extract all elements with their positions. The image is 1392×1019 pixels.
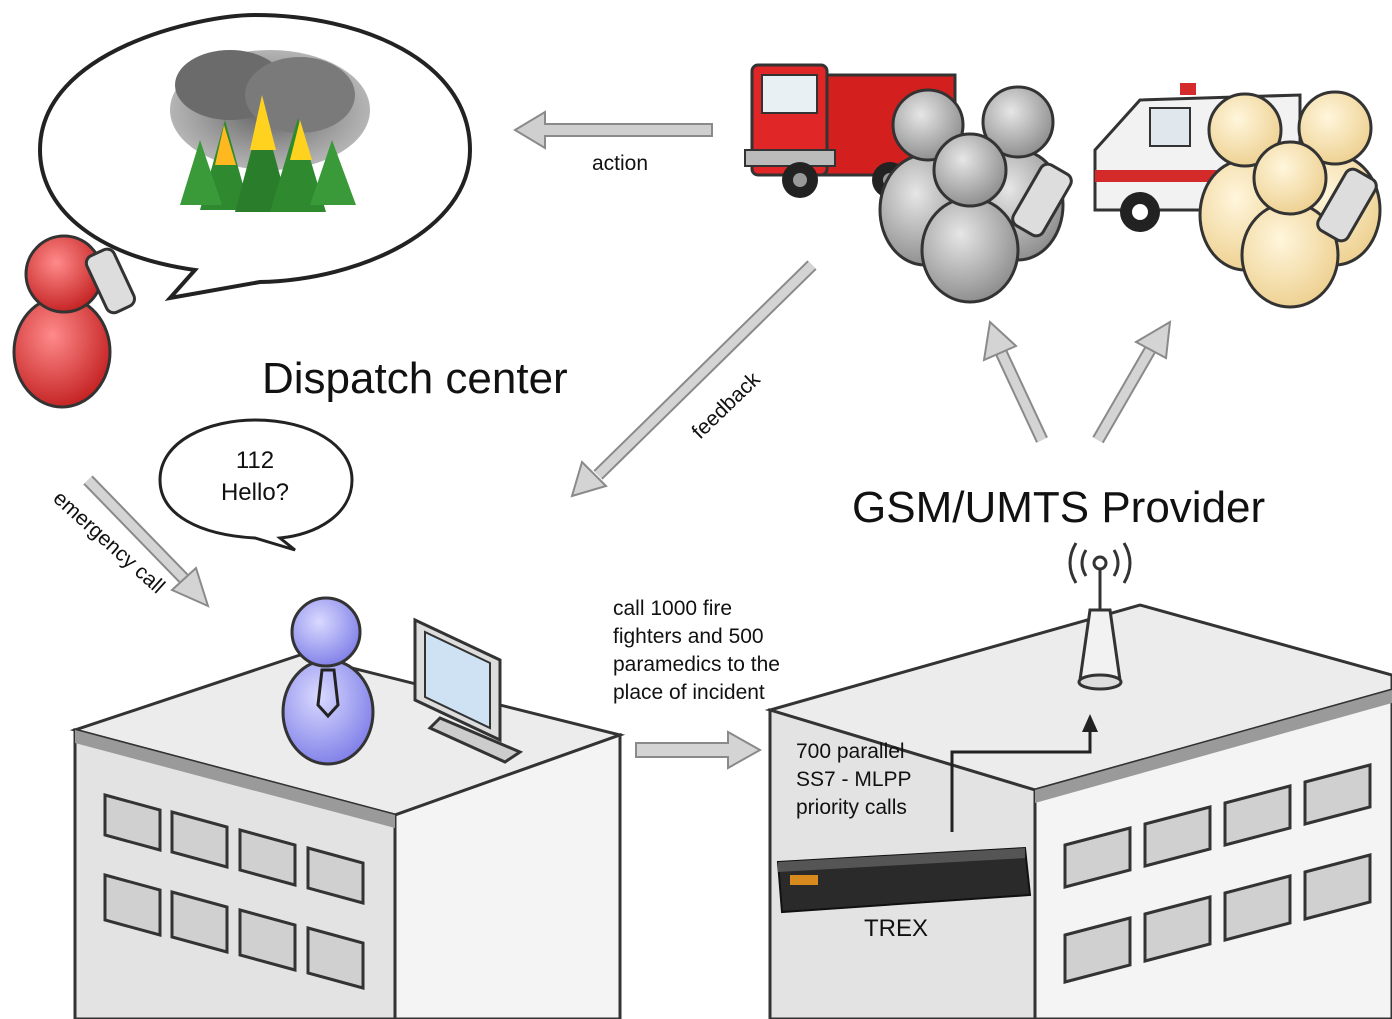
call-text-line-3: paramedics to the [613, 653, 780, 676]
speech-bubble [158, 418, 354, 552]
dispatch-center-title: Dispatch center [262, 354, 568, 403]
provider-to-firefighters-arrow [982, 319, 1048, 443]
provider-building [764, 603, 1392, 1019]
feedback-arrow [570, 260, 817, 498]
mlpp-text-line-1: 700 parallel [796, 740, 905, 763]
mobile-phone-icon [84, 247, 136, 315]
call-text-line-2: fighters and 500 [613, 625, 764, 648]
antenna-icon [1068, 542, 1132, 691]
monitor-icon [413, 617, 524, 764]
server-rack-icon [776, 846, 1032, 914]
bubble-line-2: Hello? [221, 479, 289, 506]
provider-to-paramedics-arrow [1092, 320, 1172, 444]
mlpp-text-line-2: SS7 - MLPP [796, 768, 912, 791]
action-arrow [513, 110, 713, 150]
call-text-line-1: call 1000 fire [613, 597, 732, 620]
paramedics-group [1198, 90, 1382, 309]
dispatch-to-provider-arrow [635, 730, 763, 770]
provider-title: GSM/UMTS Provider [852, 483, 1265, 532]
emergency-call-arrow [83, 475, 210, 608]
firefighters-group [878, 85, 1073, 304]
caller-person [12, 234, 112, 409]
trex-label: TREX [864, 915, 928, 942]
bubble-line-1: 112 [236, 447, 274, 474]
operator-person [281, 596, 375, 766]
action-label: action [592, 152, 648, 175]
mlpp-text-line-3: priority calls [796, 796, 907, 819]
forest-fire-icon [170, 50, 370, 212]
server-to-antenna-arrow [950, 714, 1098, 832]
call-text-line-4: place of incident [613, 681, 765, 704]
